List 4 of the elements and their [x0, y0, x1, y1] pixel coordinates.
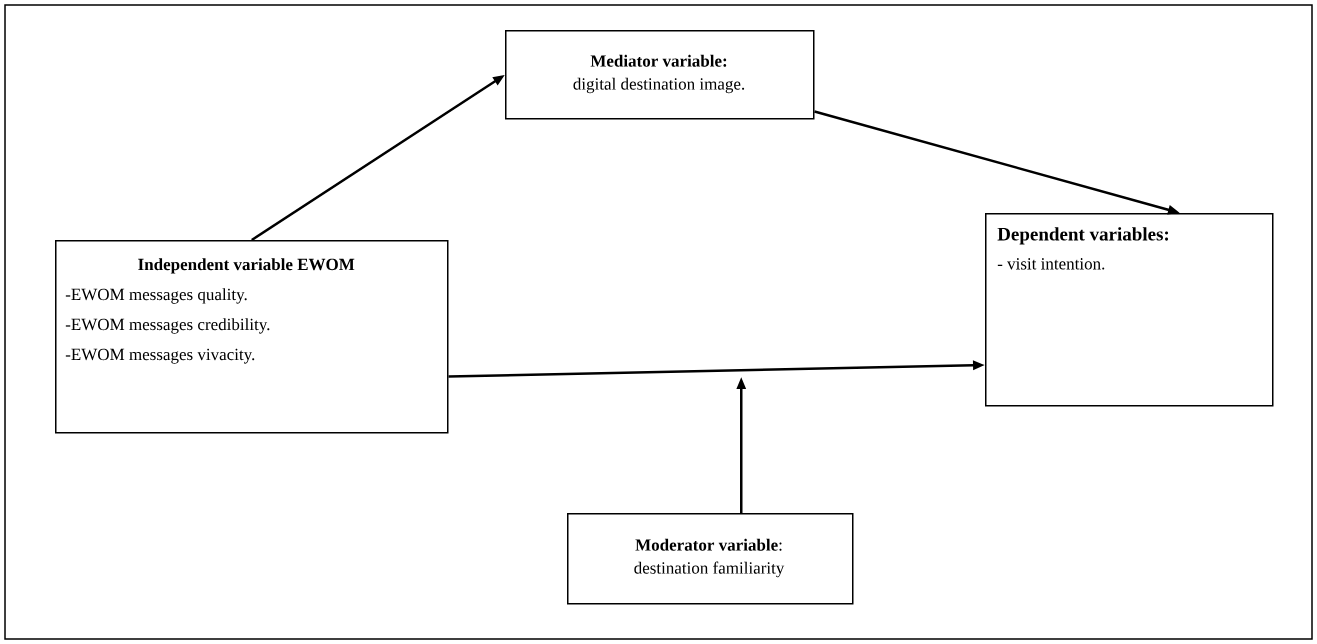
variable-box: Dependent variables: - visit intention.	[985, 213, 1274, 407]
variable-box: Independent variable EWOM -EWOM messages quality. -EWOM messages credibility. -EWOM messages vivacity.	[55, 240, 449, 434]
variable-box: Moderator variable: destination familiarity	[567, 513, 854, 605]
variable-box: Mediator variable: digital destination image.	[505, 30, 815, 120]
